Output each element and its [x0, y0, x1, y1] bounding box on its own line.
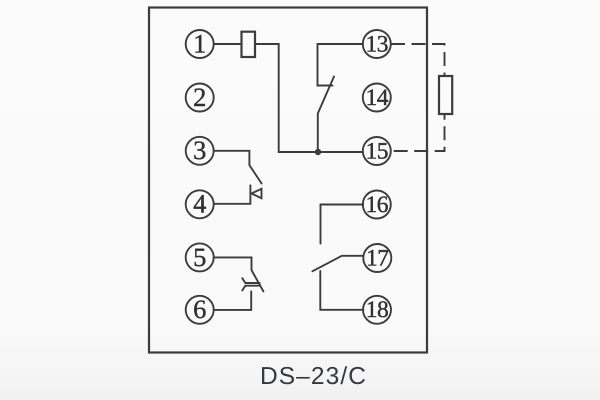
svg-text:5: 5 — [193, 242, 206, 272]
svg-text:17: 17 — [366, 245, 389, 271]
svg-text:15: 15 — [366, 138, 389, 164]
svg-text:14: 14 — [366, 85, 389, 111]
svg-text:3: 3 — [193, 135, 206, 165]
svg-text:16: 16 — [366, 192, 389, 218]
svg-text:18: 18 — [366, 297, 389, 323]
svg-text:2: 2 — [193, 82, 206, 112]
svg-text:6: 6 — [193, 294, 206, 324]
svg-text:13: 13 — [366, 31, 389, 57]
svg-text:4: 4 — [193, 189, 206, 219]
svg-text:DS–23/C: DS–23/C — [260, 363, 367, 390]
svg-text:1: 1 — [193, 28, 206, 58]
